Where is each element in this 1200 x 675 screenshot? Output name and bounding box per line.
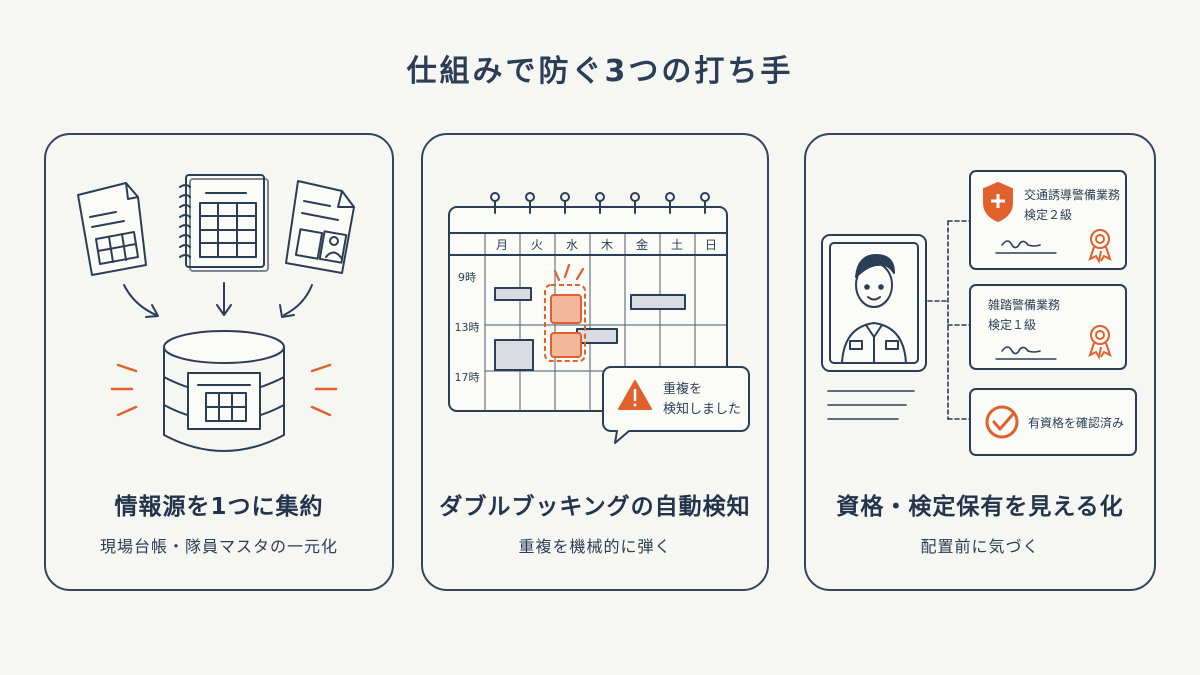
verified-label: 有資格を確認済み [1028, 415, 1124, 430]
card-heading: ダブルブッキングの自動検知 [439, 494, 751, 520]
certificate-name: 雑踏警備業務 [988, 297, 1060, 312]
personnel-document-icon [285, 180, 355, 274]
card-heading: 情報源を1つに集約 [114, 494, 324, 520]
document-table-icon [77, 182, 147, 276]
award-badge-icon [1088, 325, 1112, 360]
certificate-name: 交通誘導警備業務 [1024, 187, 1120, 202]
calendar-rings [490, 192, 710, 214]
verified-card [969, 388, 1137, 456]
alert-line1: 重複を [663, 381, 702, 397]
ledger-binder-icon [179, 174, 269, 272]
alert-bubble: 重複を 検知しました [602, 366, 750, 444]
card-heading: 資格・検定保有を見える化 [836, 494, 1124, 520]
page-title: 仕組みで防ぐ3つの打ち手 [406, 54, 794, 89]
connector-lines [927, 220, 971, 420]
database-icon [163, 330, 285, 452]
guard-id-card [821, 234, 927, 372]
check-circle-icon [985, 405, 1019, 439]
time-label: 17時 [455, 371, 480, 384]
card-centralize-info: 情報源を1つに集約 現場台帳・隊員マスタの一元化 [44, 133, 394, 591]
time-label: 9時 [458, 271, 476, 284]
alert-line2: 検知しました [663, 401, 741, 417]
card-double-booking: 月 火 水 木 金 土 日 9時 13時 17時 重複を 検知しました ダブルブ… [421, 133, 769, 591]
qualification-illustration: 交通誘導警備業務 検定２級 雑踏警備業務 検定１級 有資格を確認済み [821, 170, 1137, 456]
day-label: 土 [671, 238, 683, 252]
card-qualification-visibility: 交通誘導警備業務 検定２級 雑踏警備業務 検定１級 有資格を確認済み 資格・検定… [804, 133, 1156, 591]
guard-avatar [841, 254, 907, 364]
calendar-illustration: 月 火 水 木 金 土 日 9時 13時 17時 重複を 検知しました [448, 192, 750, 444]
day-label: 木 [601, 238, 613, 252]
warning-icon [618, 380, 652, 410]
certificate-grade: 検定２級 [1024, 207, 1072, 222]
day-label: 火 [531, 238, 543, 252]
day-label: 日 [705, 238, 717, 252]
merge-arrows [123, 282, 313, 318]
card-subheading: 現場台帳・隊員マスタの一元化 [99, 537, 338, 556]
award-badge-icon [1088, 229, 1112, 264]
day-label: 水 [566, 238, 578, 252]
card-subheading: 重複を機械的に弾く [518, 537, 672, 556]
profile-lines [827, 390, 915, 420]
booking-blocks [494, 287, 686, 371]
day-label: 金 [636, 237, 648, 252]
highlight-rays [110, 363, 338, 417]
time-label: 13時 [455, 321, 480, 334]
conflict-blocks [544, 263, 586, 362]
card-subheading: 配置前に気づく [920, 537, 1040, 556]
certificate-grade: 検定１級 [988, 317, 1036, 332]
centralize-illustration [77, 174, 355, 452]
shield-icon [983, 181, 1013, 223]
day-label: 月 [496, 238, 508, 252]
